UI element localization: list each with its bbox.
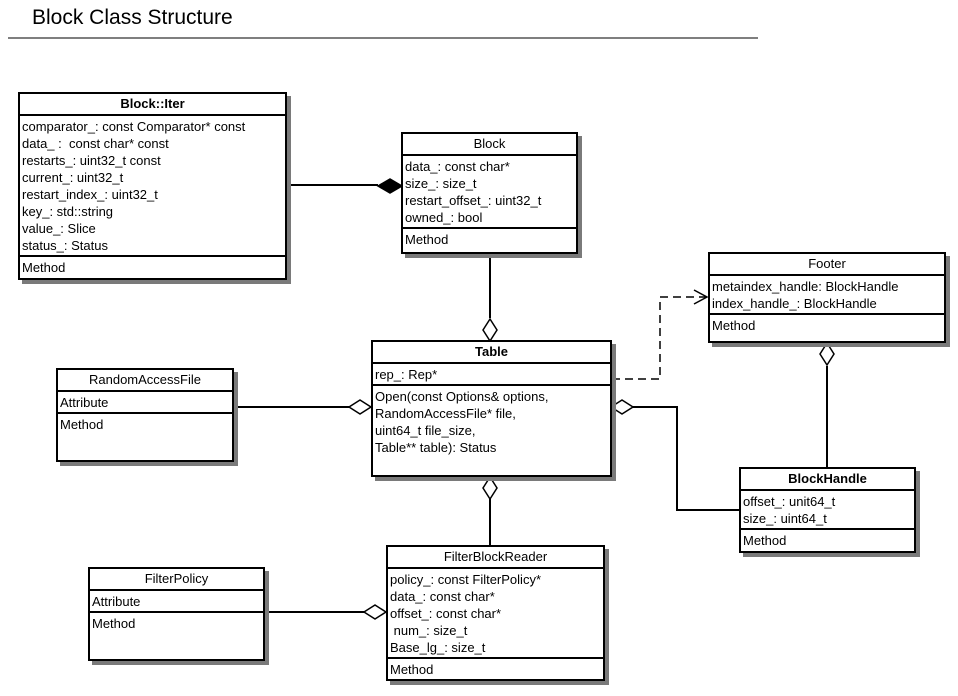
method-row: Open(const Options& options, xyxy=(375,389,549,404)
class-name: Table xyxy=(373,342,610,364)
method-section: Method xyxy=(58,414,232,433)
attribute-row: Base_lg_: size_t xyxy=(390,640,486,655)
class-name: RandomAccessFile xyxy=(58,370,232,392)
table-bottom-diamond xyxy=(482,475,498,501)
method-row: RandomAccessFile* file, xyxy=(375,406,516,421)
method-section: Method xyxy=(741,530,914,549)
attribute-section: comparator_: const Comparator* const dat… xyxy=(20,116,285,257)
method-row: Method xyxy=(22,260,66,275)
attribute-row: Attribute xyxy=(60,395,109,410)
table-footer-dependency-line xyxy=(612,296,706,380)
attribute-row: rep_: Rep* xyxy=(375,367,438,382)
attribute-row: metaindex_handle: BlockHandle xyxy=(712,279,899,294)
attribute-row: comparator_: const Comparator* const xyxy=(22,119,246,134)
table-right-diamond xyxy=(609,399,635,415)
attribute-row: Attribute xyxy=(92,594,141,609)
method-section: Method xyxy=(403,229,576,248)
class-name: Footer xyxy=(710,254,944,276)
class-table[interactable]: Table rep_: Rep* Open(const Options& opt… xyxy=(371,340,612,477)
method-row: Method xyxy=(405,232,449,247)
class-name: FilterPolicy xyxy=(90,569,263,591)
attribute-row: key_: std::string xyxy=(22,204,114,219)
method-section: Method xyxy=(710,315,944,334)
title-divider xyxy=(8,37,758,39)
attribute-row: index_handle_: BlockHandle xyxy=(712,296,877,311)
handle-table-aggregation-line xyxy=(633,406,739,511)
attribute-section: offset_: unit64_t size_: uint64_t xyxy=(741,491,914,530)
attribute-row: policy_: const FilterPolicy* xyxy=(390,572,541,587)
attribute-row: restart_index_: uint32_t xyxy=(22,187,158,202)
attribute-section: policy_: const FilterPolicy* data_: cons… xyxy=(388,569,603,659)
method-row: Method xyxy=(60,417,104,432)
method-row: Table** table): Status xyxy=(375,440,497,455)
class-filter-block-reader[interactable]: FilterBlockReader policy_: const FilterP… xyxy=(386,545,605,681)
table-top-diamond xyxy=(482,317,498,343)
attribute-row: value_: Slice xyxy=(22,221,96,236)
attribute-row: restarts_: uint32_t const xyxy=(22,153,161,168)
class-footer[interactable]: Footer metaindex_handle: BlockHandle ind… xyxy=(708,252,946,343)
class-name: Block::Iter xyxy=(20,94,285,116)
footer-bottom-diamond xyxy=(819,341,835,367)
class-name: Block xyxy=(403,134,576,156)
attribute-row: size_: uint64_t xyxy=(743,511,827,526)
method-section: Method xyxy=(90,613,263,632)
method-section: Open(const Options& options, RandomAcces… xyxy=(373,386,610,456)
attribute-row: num_: size_t xyxy=(390,623,468,638)
class-block[interactable]: Block data_: const char* size_: size_t r… xyxy=(401,132,578,254)
method-row: uint64_t file_size, xyxy=(375,423,476,438)
class-block-handle[interactable]: BlockHandle offset_: unit64_t size_: uin… xyxy=(739,467,916,553)
attribute-row: restart_offset_: uint32_t xyxy=(405,193,542,208)
method-row: Method xyxy=(712,318,756,333)
class-random-access-file[interactable]: RandomAccessFile Attribute Method xyxy=(56,368,234,462)
attribute-row: owned_: bool xyxy=(405,210,483,225)
attribute-section: Attribute xyxy=(58,392,232,414)
method-section: Method xyxy=(20,257,285,276)
attribute-row: current_: uint32_t xyxy=(22,170,124,185)
reader-left-diamond xyxy=(362,604,388,620)
attribute-row: size_: size_t xyxy=(405,176,477,191)
attribute-row: data_: const char* xyxy=(390,589,495,604)
page-title: Block Class Structure xyxy=(32,6,233,29)
attribute-section: metaindex_handle: BlockHandle index_hand… xyxy=(710,276,944,315)
method-row: Method xyxy=(390,662,434,677)
class-block-iter[interactable]: Block::Iter comparator_: const Comparato… xyxy=(18,92,287,280)
dependency-arrowhead xyxy=(693,289,709,305)
attribute-row: status_: Status xyxy=(22,238,108,253)
attribute-section: rep_: Rep* xyxy=(373,364,610,386)
attribute-row: data_ : const char* const xyxy=(22,136,169,151)
attribute-row: offset_: const char* xyxy=(390,606,502,621)
class-name: BlockHandle xyxy=(741,469,914,491)
method-section: Method xyxy=(388,659,603,678)
attribute-row: data_: const char* xyxy=(405,159,510,174)
class-name: FilterBlockReader xyxy=(388,547,603,569)
method-row: Method xyxy=(92,616,136,631)
attribute-section: data_: const char* size_: size_t restart… xyxy=(403,156,576,229)
method-row: Method xyxy=(743,533,787,548)
attribute-section: Attribute xyxy=(90,591,263,613)
attribute-row: offset_: unit64_t xyxy=(743,494,836,509)
table-left-diamond xyxy=(347,399,373,415)
block-composition-diamond xyxy=(376,178,404,194)
class-filter-policy[interactable]: FilterPolicy Attribute Method xyxy=(88,567,265,661)
